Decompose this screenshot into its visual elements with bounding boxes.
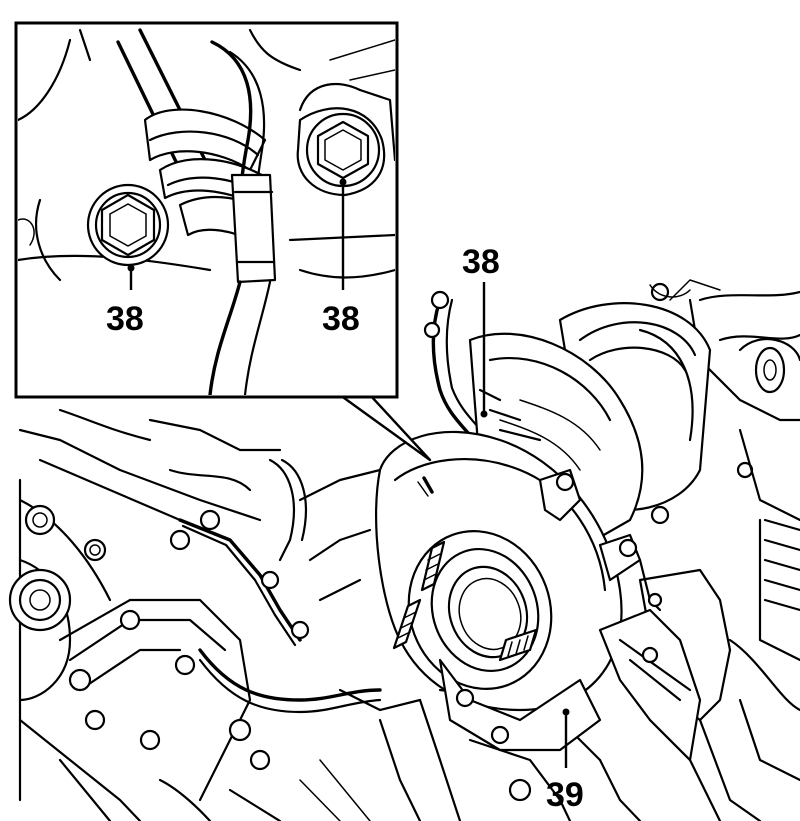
callout-39-main: 39	[546, 776, 584, 814]
bolt-right	[296, 107, 386, 197]
detail-inset: 38 38	[14, 21, 432, 462]
flange-studs	[392, 540, 538, 662]
callout-38-inset-right: 38	[322, 300, 360, 338]
main-callouts: 38 39	[462, 243, 584, 814]
turbocharger	[374, 290, 732, 762]
callout-38-inset-left: 38	[106, 300, 144, 338]
callout-38-main: 38	[462, 243, 500, 281]
bolt-left	[86, 183, 170, 267]
